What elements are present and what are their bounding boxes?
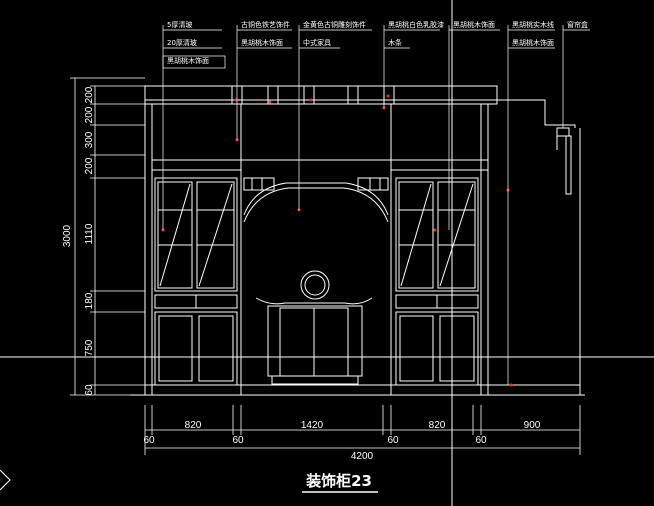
dimension-gap: 60 <box>143 435 155 446</box>
annotation-label: 黑胡桃木饰面 <box>453 20 495 29</box>
dimension-segment: 300 <box>84 131 95 148</box>
annotation-label: 黑胡桃木饰面 <box>512 38 554 47</box>
dimension-segment: 750 <box>84 339 95 356</box>
dimension-segment: 200 <box>84 106 95 123</box>
central-arch-niche <box>243 177 389 385</box>
dimension-total-width: 4200 <box>351 451 374 462</box>
annotation-leaders <box>162 25 564 385</box>
dimension-gap: 60 <box>232 435 244 446</box>
bottom-dimension-labels: 820 1420 820 900 60 60 60 60 4200 <box>143 420 540 462</box>
dimension-segment: 820 <box>185 420 202 431</box>
annotation-underlines <box>162 29 590 69</box>
curtain-box <box>556 127 572 195</box>
annotation-label: 中式家具 <box>303 38 331 47</box>
right-glass-cabinet <box>395 177 479 386</box>
dimension-segment: 60 <box>84 384 95 396</box>
dimension-total-height: 3000 <box>62 224 73 247</box>
dimension-segment: 200 <box>84 157 95 174</box>
annotation-label: 黑胡桃实木线 <box>512 20 554 29</box>
ucs-icon <box>0 469 11 491</box>
annotation-label: 木条 <box>388 38 402 47</box>
left-dimension-chain <box>70 77 145 396</box>
annotation-label: 窗帘盒 <box>567 20 588 29</box>
annotation-label: 黑胡桃木饰面 <box>167 56 209 65</box>
cabinet-outline <box>130 85 585 396</box>
annotation-label: 黑胡桃木饰面 <box>241 38 283 47</box>
dimension-segment: 900 <box>524 420 541 431</box>
dimension-segment: 200 <box>84 86 95 103</box>
left-glass-cabinet <box>154 177 238 386</box>
annotation-label: 古铜色铁艺饰件 <box>241 20 290 29</box>
annotation-labels: 5厚清玻 20厚清玻 黑胡桃木饰面 古铜色铁艺饰件 黑胡桃木饰面 金黄色古铜雕刻… <box>167 20 588 65</box>
dimension-segment: 1420 <box>301 420 324 431</box>
dimension-segment: 820 <box>429 420 446 431</box>
dimension-gap: 60 <box>475 435 487 446</box>
annotation-label: 5厚清玻 <box>167 20 192 29</box>
bottom-dimension-chain <box>144 405 581 455</box>
annotation-label: 金黄色古铜雕刻饰件 <box>303 20 366 29</box>
dimension-segment: 1110 <box>84 223 95 244</box>
dimension-gap: 60 <box>387 435 399 446</box>
left-dimension-labels: 3000 200 200 300 200 1110 180 750 60 <box>62 86 95 395</box>
drawing-title: 装饰柜23 <box>305 472 372 490</box>
dimension-segment: 180 <box>84 292 95 309</box>
annotation-label: 黑胡桃白色乳胶漆 <box>388 20 444 29</box>
annotation-label: 20厚清玻 <box>167 38 197 47</box>
